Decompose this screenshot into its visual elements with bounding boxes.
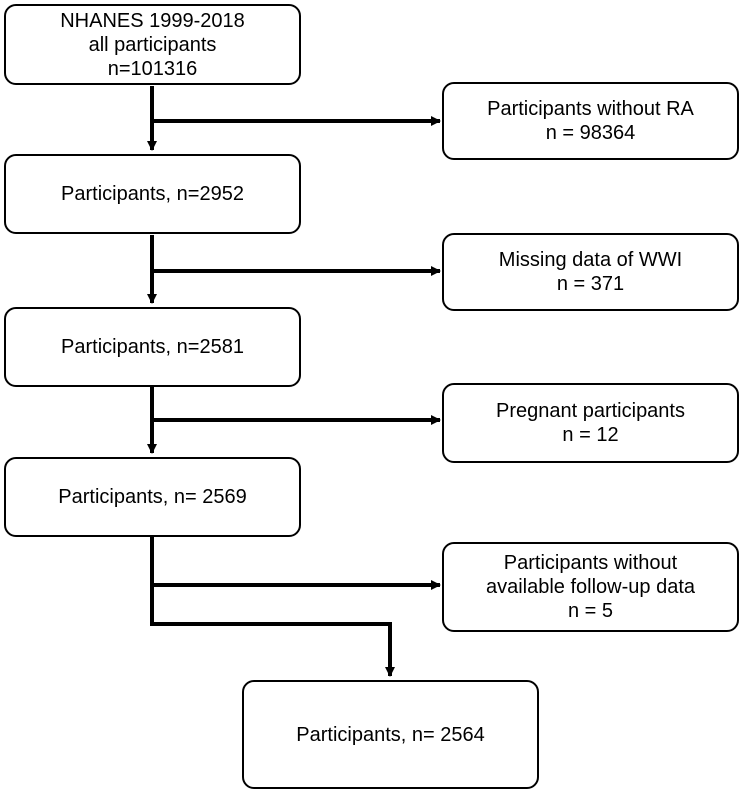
exclusion-4-line-3: n = 5 bbox=[567, 600, 614, 622]
exclusion-4-line-2: available follow-up data bbox=[485, 576, 696, 598]
exclusion-box-missing-wwi: Missing data of WWI n = 371 bbox=[442, 233, 739, 311]
final-participants-box: Participants, n= 2564 bbox=[242, 680, 539, 789]
start-line-1: NHANES 1999-2018 bbox=[60, 9, 245, 32]
participants-box-1: Participants, n=2952 bbox=[4, 154, 301, 234]
exclusion-2-line-2: n = 371 bbox=[556, 273, 625, 295]
start-line-2: all participants bbox=[88, 33, 217, 56]
exclusion-2-line-1: Missing data of WWI bbox=[498, 249, 683, 271]
exclusion-4-line-1: Participants without bbox=[503, 552, 678, 574]
exclusion-box-pregnant: Pregnant participants n = 12 bbox=[442, 383, 739, 463]
step-2-label: Participants, n=2581 bbox=[61, 336, 244, 358]
participants-box-3: Participants, n= 2569 bbox=[4, 457, 301, 537]
exclusion-1-line-2: n = 98364 bbox=[545, 122, 636, 144]
step-3-label: Participants, n= 2569 bbox=[58, 486, 247, 508]
start-box: NHANES 1999-2018 all participants n=1013… bbox=[4, 4, 301, 85]
exclusion-box-without-ra: Participants without RA n = 98364 bbox=[442, 82, 739, 160]
exclusion-1-line-1: Participants without RA bbox=[487, 98, 694, 120]
start-line-3: n=101316 bbox=[107, 57, 198, 80]
exclusion-3-line-2: n = 12 bbox=[562, 424, 619, 446]
step-1-label: Participants, n=2952 bbox=[61, 183, 244, 205]
exclusion-3-line-1: Pregnant participants bbox=[495, 400, 685, 422]
final-label: Participants, n= 2564 bbox=[296, 723, 485, 746]
arrow-step3-to-final bbox=[150, 537, 395, 677]
participants-box-2: Participants, n=2581 bbox=[4, 307, 301, 387]
exclusion-box-no-follow-up: Participants without available follow-up… bbox=[442, 542, 739, 632]
